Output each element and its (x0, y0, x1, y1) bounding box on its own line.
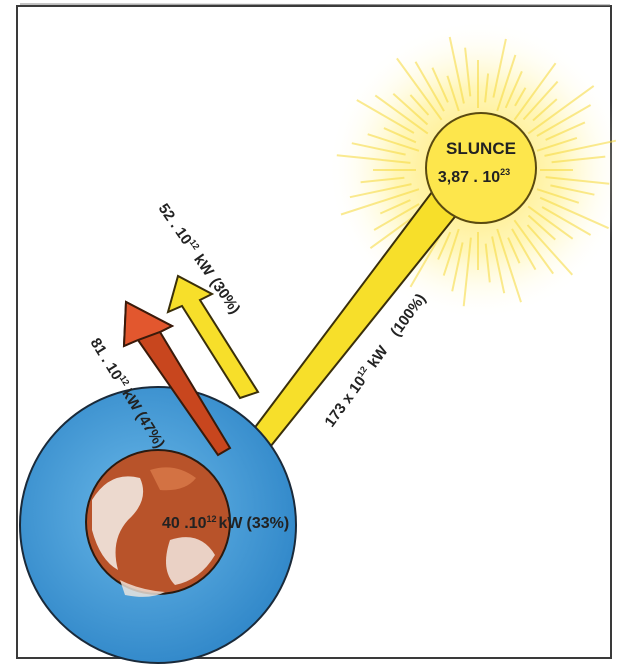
sun-ray (373, 203, 420, 231)
sun-ray (451, 242, 464, 292)
sun-ray (360, 176, 405, 184)
sun-ray (532, 98, 558, 122)
sun-ray (462, 237, 472, 307)
sun-ray (356, 99, 415, 134)
sun-ray (545, 176, 610, 185)
sun-ray (336, 154, 411, 164)
reflected-radiation-arrow (166, 274, 260, 400)
sun-ray (513, 219, 555, 275)
sun-ray (541, 206, 592, 236)
sun-ray (484, 73, 490, 103)
sun-ray (492, 38, 507, 98)
sun-ray (448, 36, 465, 104)
sun-ray (507, 237, 521, 264)
sun-ray (522, 80, 559, 121)
sun-ray (527, 214, 556, 241)
sun-ray (484, 243, 491, 283)
sun-ray (414, 61, 445, 112)
sun-ray (396, 57, 443, 121)
sun-ray (526, 224, 574, 276)
sun-ray (536, 136, 578, 152)
sun-ray (527, 85, 595, 135)
sun-body (425, 112, 537, 224)
sun-ray (551, 155, 606, 164)
sun-ray (536, 188, 580, 204)
sun-value: 3,87 . 1023 (438, 167, 510, 186)
red-arrow-head (122, 300, 175, 348)
sun-ray (437, 231, 452, 260)
sun-ray (544, 139, 617, 157)
sun-ray (367, 133, 420, 152)
sun-ray (431, 67, 449, 103)
sun-ray (392, 92, 429, 126)
sun-ray (442, 228, 460, 276)
sun-ray (527, 205, 574, 240)
sun-ray (504, 70, 523, 109)
sun-ray (514, 87, 527, 107)
sun-ray (539, 196, 610, 230)
sun-ray (351, 142, 406, 156)
sun-ray (491, 236, 506, 294)
sun-ray (496, 228, 522, 303)
sun-ray (409, 94, 430, 116)
sun-ray (379, 199, 411, 215)
sun-ray (496, 54, 517, 112)
sun-ray (374, 94, 429, 135)
frame-top-shadow (19, 3, 611, 6)
sun-ray (545, 121, 586, 141)
sun-ray (340, 188, 420, 216)
sun-ray (464, 47, 472, 97)
earth-globe (85, 449, 231, 597)
sun-ray (409, 233, 442, 288)
sun-ray (536, 104, 592, 137)
sun-ray (550, 184, 595, 196)
sun-ray (446, 75, 460, 112)
sun-name: SLUNCE (446, 139, 516, 158)
sun-ray (511, 228, 537, 271)
sun-ray (383, 127, 417, 144)
sun-ray (349, 183, 412, 199)
sun-ray (513, 62, 557, 121)
